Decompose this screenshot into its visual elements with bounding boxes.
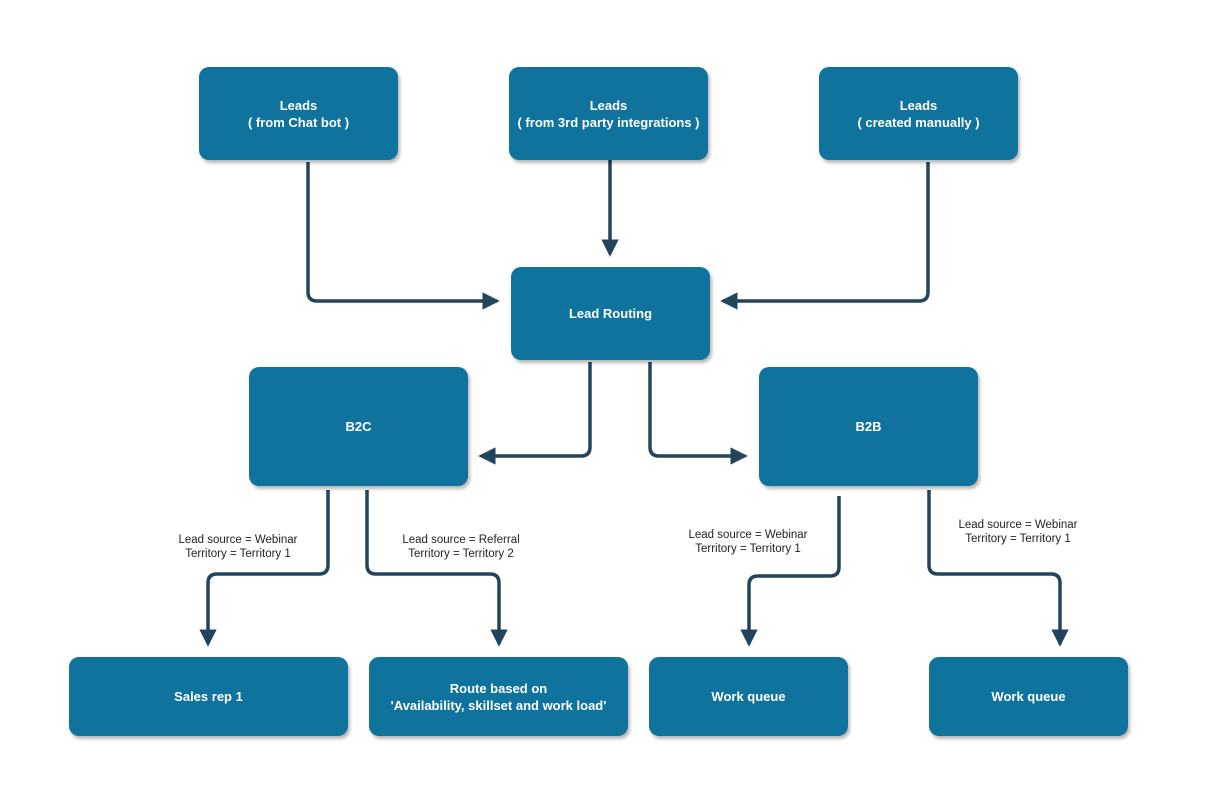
connector-b2c-to-sales-rep	[199, 490, 330, 647]
work-queue-2-node: Work queue	[929, 657, 1128, 736]
leads-integrations-node: Leads ( from 3rd party integrations )	[509, 67, 708, 160]
work-queue-1-node: Work queue	[649, 657, 848, 736]
route-based-criteria: 'Availability, skillset and work load'	[390, 697, 607, 713]
condition-b2b-work-queue-2-territory: Territory = Territory 1	[965, 533, 1071, 545]
condition-b2b-work-queue-2-source: Lead source = Webinar	[958, 519, 1078, 531]
condition-b2c-route-based-source: Lead source = Referral	[402, 534, 520, 546]
connector-chatbot-to-routing	[306, 162, 500, 310]
condition-b2b-work-queue-1-territory: Territory = Territory 1	[695, 543, 801, 555]
condition-b2b-work-queue-1: Lead source = Webinar Territory = Territ…	[678, 528, 818, 556]
leads-chatbot-source: ( from Chat bot )	[247, 114, 350, 130]
leads-manual-node: Leads ( created manually )	[819, 67, 1018, 160]
connector-manual-to-routing	[720, 162, 930, 310]
condition-b2b-work-queue-2: Lead source = Webinar Territory = Territ…	[948, 518, 1088, 546]
b2c-node: B2C	[249, 367, 468, 486]
condition-b2c-route-based-territory: Territory = Territory 2	[408, 548, 514, 560]
condition-b2c-route-based: Lead source = Referral Territory = Terri…	[391, 533, 531, 561]
b2c-label: B2C	[345, 419, 372, 434]
connector-routing-to-b2c	[478, 362, 592, 465]
lead-routing-node: Lead Routing	[511, 267, 710, 360]
route-based-node: Route based on 'Availability, skillset a…	[369, 657, 628, 736]
leads-integrations-source: ( from 3rd party integrations )	[517, 114, 700, 130]
leads-integrations-title: Leads	[589, 97, 628, 113]
connector-b2b-to-work-queue-1	[740, 496, 841, 647]
route-based-title: Route based on	[449, 680, 548, 696]
lead-routing-label: Lead Routing	[568, 306, 653, 321]
condition-b2b-work-queue-1-source: Lead source = Webinar	[688, 529, 808, 541]
b2b-label: B2B	[855, 419, 882, 434]
leads-manual-title: Leads	[899, 97, 938, 113]
connector-b2c-to-route-based	[365, 490, 508, 647]
work-queue-1-label: Work queue	[711, 689, 786, 704]
leads-chatbot-node: Leads ( from Chat bot )	[199, 67, 398, 160]
work-queue-2-label: Work queue	[991, 689, 1066, 704]
sales-rep-node: Sales rep 1	[69, 657, 348, 736]
condition-b2c-sales-rep-source: Lead source = Webinar	[178, 534, 298, 546]
leads-manual-source: ( created manually )	[857, 114, 980, 130]
connector-routing-to-b2b	[648, 362, 748, 465]
connector-b2b-to-work-queue-2	[927, 490, 1069, 647]
leads-chatbot-title: Leads	[279, 97, 318, 113]
condition-b2c-sales-rep-territory: Territory = Territory 1	[185, 548, 291, 560]
b2b-node: B2B	[759, 367, 978, 486]
sales-rep-label: Sales rep 1	[174, 689, 243, 704]
condition-b2c-sales-rep: Lead source = Webinar Territory = Territ…	[168, 533, 308, 561]
